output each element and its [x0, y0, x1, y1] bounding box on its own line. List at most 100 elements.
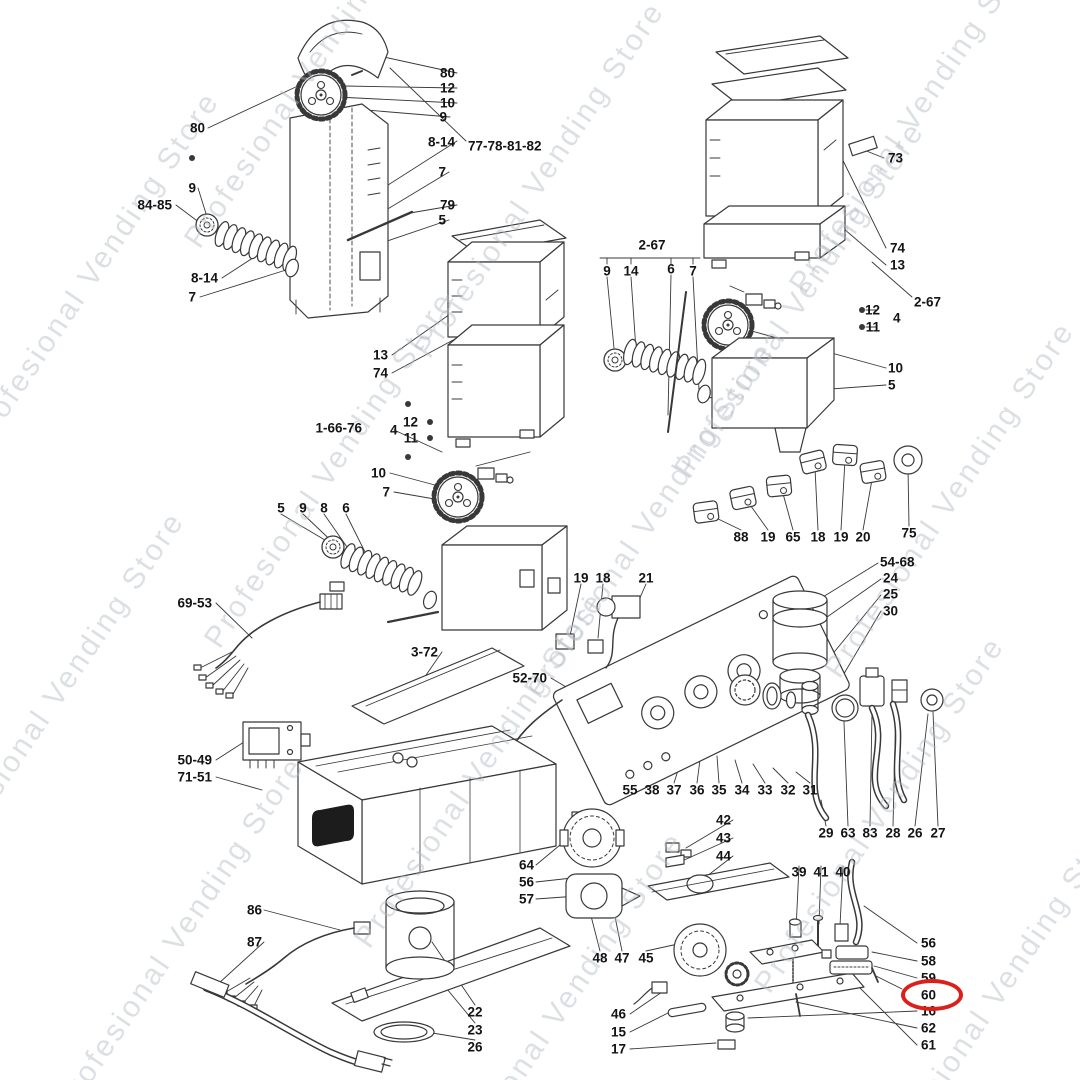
- part-label-18: 18: [810, 529, 826, 545]
- part-label-55: 55: [622, 782, 638, 798]
- part-label-38: 38: [644, 782, 660, 798]
- part-label-34: 34: [734, 782, 750, 798]
- part-label-19: 19: [573, 570, 589, 586]
- part-label-9: 9: [188, 180, 196, 196]
- part-label-46: 46: [610, 1006, 626, 1022]
- part-label-9: 9: [603, 263, 611, 279]
- part-label-56: 56: [921, 935, 937, 951]
- cup-funnel: [373, 890, 455, 1043]
- part-label-88: 88: [733, 529, 749, 545]
- part-label-44: 44: [715, 848, 731, 864]
- part-label-26: 26: [467, 1039, 483, 1055]
- part-label-61: 61: [921, 1037, 937, 1053]
- relay-block: [242, 721, 311, 769]
- part-label-36: 36: [689, 782, 705, 798]
- part-label-5: 5: [438, 212, 446, 228]
- part-label-84-85: 84-85: [137, 197, 172, 213]
- part-label-71-51: 71-51: [177, 769, 212, 785]
- highlight-ellipse: [901, 979, 963, 1011]
- harness-left: [193, 581, 345, 699]
- part-label-47: 47: [614, 950, 630, 966]
- part-label-19: 19: [833, 529, 849, 545]
- part-label-5: 5: [888, 377, 896, 393]
- part-label-8: 8: [320, 500, 328, 516]
- part-label-64: 64: [518, 857, 534, 873]
- part-label-27: 27: [930, 825, 946, 841]
- part-label-24: 24: [883, 570, 899, 586]
- part-label-80: 80: [189, 120, 205, 136]
- part-label-37: 37: [666, 782, 682, 798]
- part-label-10: 10: [370, 465, 386, 481]
- assembly-top-left: [195, 19, 414, 319]
- part-label-5: 5: [277, 500, 285, 516]
- solenoid-21: [555, 595, 641, 669]
- part-label-4: 4: [893, 310, 901, 326]
- part-label-20: 20: [855, 529, 871, 545]
- part-label-13: 13: [890, 257, 906, 273]
- cables-bottom-left: [190, 921, 393, 1073]
- base-unit: [297, 725, 557, 885]
- assembly-canister-mid: [447, 219, 567, 448]
- part-label-25: 25: [883, 586, 899, 602]
- brewer-parts: [729, 667, 944, 722]
- part-label-86: 86: [246, 902, 262, 918]
- part-label-79: 79: [439, 197, 455, 213]
- part-label-9: 9: [439, 109, 447, 125]
- part-label-69-53: 69-53: [177, 595, 212, 611]
- part-label-12: 12: [864, 302, 880, 318]
- part-label-12: 12: [439, 80, 455, 96]
- part-label-4: 4: [390, 422, 398, 438]
- part-label-39: 39: [791, 864, 807, 880]
- assembly-canister-right: [703, 35, 878, 269]
- part-label-8-14: 8-14: [427, 134, 455, 150]
- part-label-62: 62: [921, 1020, 937, 1036]
- part-label-41: 41: [813, 864, 829, 880]
- part-label-1-66-76: 1-66-76: [315, 420, 362, 436]
- part-label-63: 63: [840, 825, 856, 841]
- bottom-center-group: [633, 842, 865, 1050]
- callout-dots: [189, 155, 865, 460]
- part-label-77-78-81-82: 77-78-81-82: [468, 138, 542, 154]
- part-label-58: 58: [921, 953, 937, 969]
- part-label-13: 13: [372, 347, 388, 363]
- part-label-74: 74: [372, 365, 388, 381]
- part-label-50-49: 50-49: [177, 752, 212, 768]
- part-label-45: 45: [638, 950, 654, 966]
- part-label-29: 29: [818, 825, 834, 841]
- part-label-42: 42: [715, 812, 731, 828]
- tubes: [804, 700, 908, 946]
- part-label-22: 22: [467, 1004, 483, 1020]
- part-label-26: 26: [907, 825, 923, 841]
- part-label-73: 73: [888, 150, 904, 166]
- part-label-75: 75: [901, 525, 917, 541]
- part-label-32: 32: [780, 782, 796, 798]
- part-label-6: 6: [342, 500, 350, 516]
- part-label-80: 80: [439, 65, 455, 81]
- part-label-21: 21: [638, 570, 654, 586]
- part-label-54-68: 54-68: [880, 554, 915, 570]
- part-label-23: 23: [467, 1022, 483, 1038]
- part-label-7: 7: [188, 289, 196, 305]
- drip-tray: [331, 927, 571, 1022]
- part-label-74: 74: [890, 240, 906, 256]
- part-label-7: 7: [382, 484, 390, 500]
- part-label-11: 11: [403, 430, 418, 446]
- part-label-57: 57: [518, 891, 534, 907]
- part-label-35: 35: [711, 782, 727, 798]
- part-label-43: 43: [715, 830, 731, 846]
- part-label-12: 12: [402, 414, 418, 430]
- part-label-31: 31: [802, 782, 818, 798]
- part-label-7: 7: [438, 164, 446, 180]
- part-label-33: 33: [757, 782, 773, 798]
- part-label-87: 87: [246, 934, 262, 950]
- part-label-65: 65: [785, 529, 801, 545]
- flat-sheet: [351, 647, 525, 725]
- part-label-2-67: 2-67: [638, 237, 666, 253]
- part-label-11: 11: [865, 319, 880, 335]
- part-label-8-14: 8-14: [190, 270, 218, 286]
- parts-row: [692, 443, 923, 525]
- assembly-auger-mid: [321, 451, 568, 631]
- part-label-10: 10: [439, 95, 455, 111]
